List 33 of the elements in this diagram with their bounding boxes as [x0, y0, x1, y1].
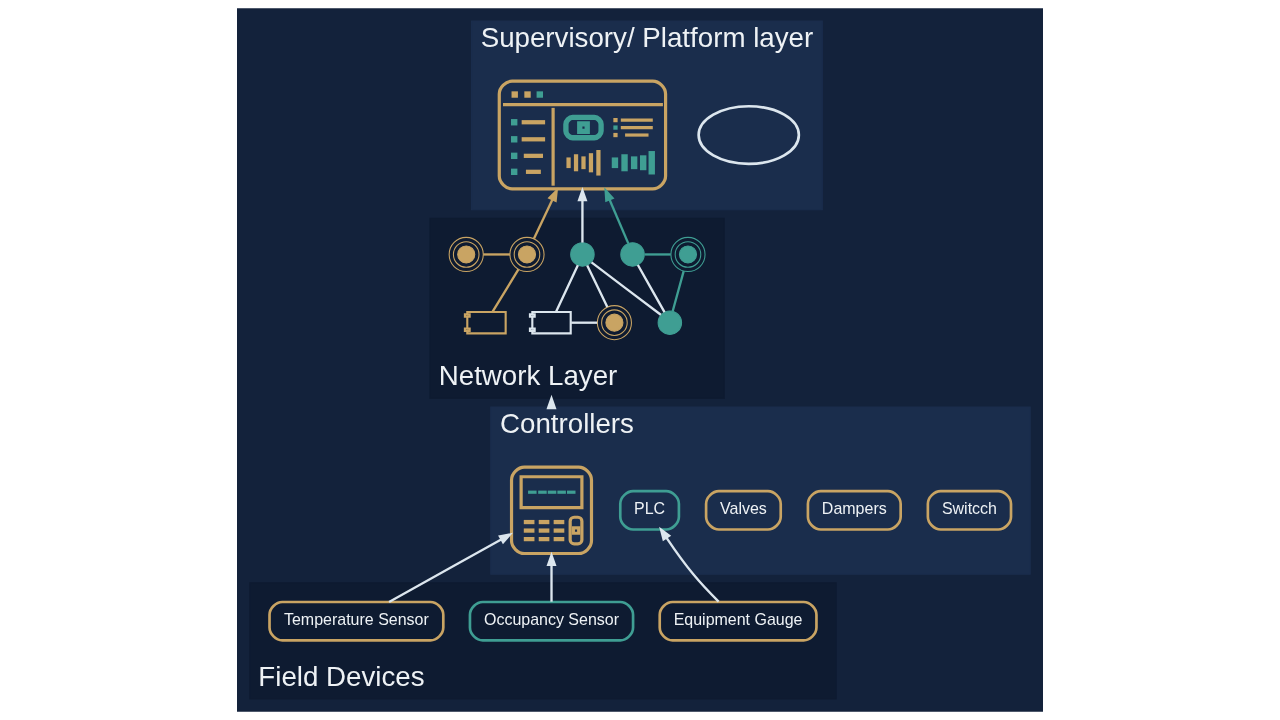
node-picture	[497, 79, 668, 191]
cluster: Network Layer	[429, 217, 725, 399]
node-circle	[657, 310, 683, 335]
node-box: Switcch	[926, 489, 1013, 531]
connector	[590, 261, 662, 316]
node-wifi	[596, 305, 632, 341]
node-box: Dampers	[806, 489, 902, 531]
connector	[555, 264, 579, 313]
node-box: Temperature Sensor	[268, 600, 445, 642]
connector	[644, 253, 671, 256]
connector	[636, 264, 666, 313]
arrow	[388, 532, 513, 603]
arrow	[546, 551, 557, 602]
node-box: Equipment Gauge	[658, 600, 818, 642]
node-box: Occupancy Sensor	[468, 600, 635, 642]
connector	[483, 253, 510, 256]
arrow	[604, 187, 630, 244]
node-box: PLC	[618, 489, 681, 531]
node-wifi	[670, 236, 706, 273]
connector	[671, 270, 685, 312]
node-circle	[620, 242, 645, 267]
node-circle	[570, 242, 595, 267]
node-picture	[509, 465, 594, 556]
node-wifi	[509, 236, 545, 273]
arrow	[577, 187, 588, 243]
arrow	[659, 526, 720, 603]
arrow	[532, 187, 559, 240]
connector	[491, 268, 520, 313]
node-box: Valves	[704, 489, 783, 531]
node-wifi	[448, 236, 484, 273]
node-cloud	[697, 104, 801, 166]
connector	[586, 264, 609, 308]
connector	[571, 321, 598, 324]
